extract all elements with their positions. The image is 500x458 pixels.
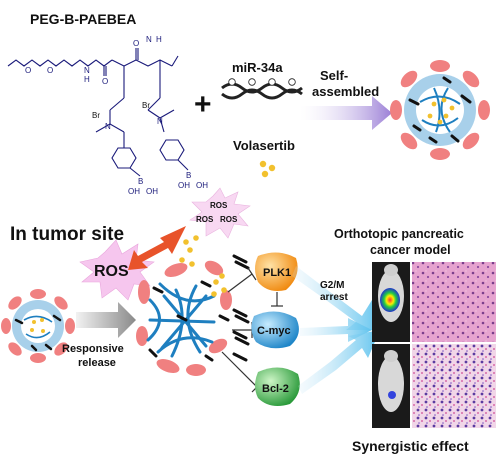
- target-cmyc: C-myc: [251, 311, 299, 349]
- mirna-label: miR-34a: [232, 60, 283, 75]
- chem-o2: O: [47, 66, 53, 75]
- ros-red-arrow: [128, 226, 186, 270]
- chem-h1: H: [84, 75, 90, 84]
- ros-center-label: ROS: [94, 263, 129, 280]
- micelle-left: [1, 289, 75, 363]
- chem-b1: B: [138, 177, 143, 186]
- chem-b2: B: [186, 171, 191, 180]
- release-label-1: Responsive: [62, 343, 124, 355]
- arrest-label-2: arrest: [320, 292, 348, 303]
- target-plk1-label: PLK1: [263, 267, 291, 279]
- drug-label: Volasertib: [233, 138, 295, 153]
- micelle-top: [390, 60, 490, 160]
- self-assembled-label-1: Self-: [320, 68, 348, 83]
- histology-image-1: [412, 262, 496, 342]
- chem-n1: N: [105, 122, 111, 131]
- self-assembled-label-2: assembled: [312, 84, 379, 99]
- chem-oh4: OH: [196, 181, 208, 190]
- chem-n2: N: [157, 117, 163, 126]
- polymer-label: PEG-B-PAEBEA: [30, 11, 136, 27]
- released-drug-dots: [179, 235, 227, 297]
- chem-h2: H: [156, 35, 162, 44]
- chem-nh2: N: [146, 35, 152, 44]
- target-bcl2: Bcl-2: [255, 367, 300, 406]
- tumor-site-label: In tumor site: [10, 224, 124, 245]
- target-bcl2-label: Bcl-2: [262, 383, 289, 395]
- chem-oh1: OH: [128, 187, 140, 196]
- model-label-2: cancer model: [370, 243, 451, 257]
- chem-oh2: OH: [146, 187, 158, 196]
- self-assembly-arrow: [300, 96, 392, 130]
- drug-dots: [259, 160, 276, 178]
- ros-small-star: [189, 187, 251, 239]
- chem-br1: Br: [92, 111, 100, 120]
- chem-nh1: N: [84, 66, 90, 75]
- ros-small-label-2: ROS: [196, 215, 214, 224]
- release-arrow: [76, 302, 136, 338]
- target-plk1: PLK1: [255, 252, 298, 291]
- model-label-1: Orthotopic pancreatic: [334, 227, 464, 241]
- effect-beams: [292, 266, 380, 394]
- mouse-image-treated: [372, 262, 410, 342]
- synergy-label: Synergistic effect: [352, 438, 469, 454]
- release-label-2: release: [78, 357, 116, 369]
- chem-oh3: OH: [178, 181, 190, 190]
- chem-o3: O: [102, 77, 108, 86]
- mirna-fragments: [232, 254, 250, 362]
- mouse-image-combination: [372, 344, 410, 428]
- target-cmyc-label: C-myc: [257, 325, 291, 337]
- mirna-duplex: [221, 78, 303, 100]
- polymer-structure: [7, 48, 189, 177]
- arrest-label-1: G2/M: [320, 280, 344, 291]
- chem-o4: O: [133, 39, 139, 48]
- ros-small-label-1: ROS: [210, 201, 228, 210]
- chem-o1: O: [25, 66, 31, 75]
- plus-sign: +: [194, 88, 212, 121]
- chem-br2: Br: [142, 101, 150, 110]
- micelle-disassembled: [136, 260, 232, 376]
- ros-small-label-3: ROS: [220, 215, 238, 224]
- histology-image-2: [412, 344, 496, 428]
